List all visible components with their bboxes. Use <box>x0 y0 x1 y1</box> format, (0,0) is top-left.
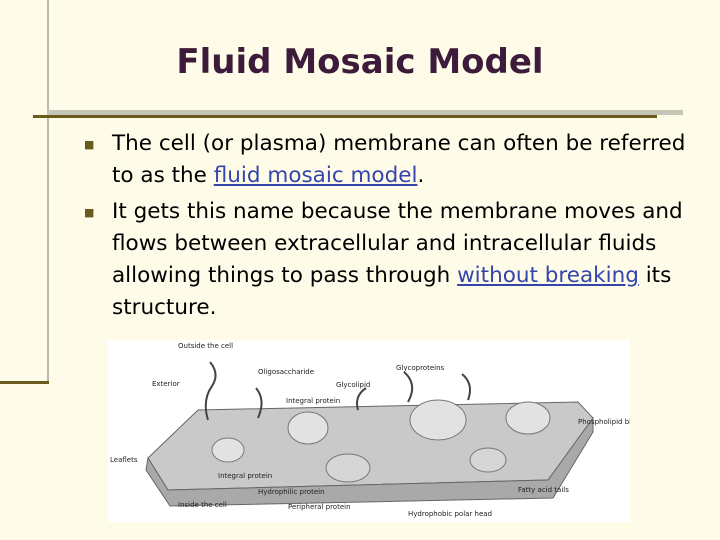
svg-text:Leaflets: Leaflets <box>110 456 138 464</box>
bullet-text-end: its structure. <box>112 263 672 320</box>
bullet-text: It gets this name because the membrane m… <box>112 199 683 288</box>
bullet-marker-icon: ■ <box>84 206 95 219</box>
svg-text:Fatty acid tails: Fatty acid tails <box>518 486 569 494</box>
svg-text:Exterior: Exterior <box>152 380 180 388</box>
without-breaking-link[interactable]: without breaking <box>457 263 639 288</box>
bullet-text-end: . <box>417 163 425 188</box>
bullet-marker-icon: ■ <box>84 138 95 151</box>
bullet-item: ■ It gets this name because the membrane… <box>84 196 704 324</box>
svg-text:Hydrophobic polar head: Hydrophobic polar head <box>408 510 492 518</box>
left-decor-bar <box>0 0 49 382</box>
svg-text:Glycoproteins: Glycoproteins <box>396 364 445 372</box>
svg-text:Phospholipid bilayer: Phospholipid bilayer <box>578 418 630 426</box>
bullet-text: The cell (or plasma) membrane can often … <box>112 131 686 188</box>
bullet-list: ■ The cell (or plasma) membrane can ofte… <box>84 128 704 328</box>
title-rule-shadow <box>47 110 683 115</box>
svg-text:Integral protein: Integral protein <box>286 397 340 405</box>
bullet-item: ■ The cell (or plasma) membrane can ofte… <box>84 128 704 192</box>
svg-text:Peripheral protein: Peripheral protein <box>288 503 351 511</box>
title-rule <box>33 115 657 118</box>
slide-title: Fluid Mosaic Model <box>176 42 544 82</box>
svg-text:Oligosaccharide: Oligosaccharide <box>258 368 314 376</box>
svg-text:Glycolipid: Glycolipid <box>336 381 370 389</box>
membrane-diagram: Outside the cell Exterior Oligosaccharid… <box>108 340 630 522</box>
membrane-illustration: Outside the cell Exterior Oligosaccharid… <box>110 342 630 518</box>
svg-text:Inside the cell: Inside the cell <box>178 501 227 509</box>
fluid-mosaic-link[interactable]: fluid mosaic model <box>213 163 418 188</box>
svg-text:Integral protein: Integral protein <box>218 472 272 480</box>
svg-text:Hydrophilic protein: Hydrophilic protein <box>258 488 325 496</box>
svg-text:Outside the cell: Outside the cell <box>178 342 233 350</box>
left-decor-cap <box>0 381 49 384</box>
